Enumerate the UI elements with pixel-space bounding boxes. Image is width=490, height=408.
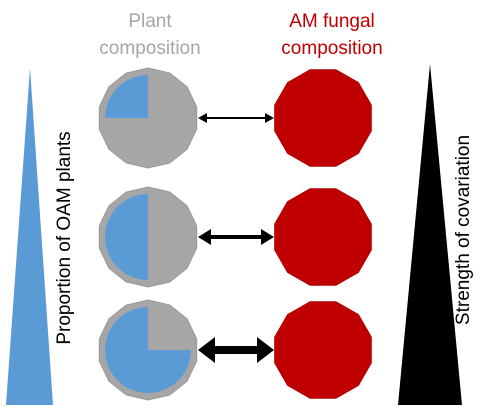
oam-plant-sector xyxy=(105,307,191,393)
fungal-composition-header-line2: composition xyxy=(281,38,382,59)
double-headed-arrow-icon xyxy=(257,337,274,363)
covariation-strength-wedge xyxy=(398,64,462,405)
double-headed-arrow-icon xyxy=(265,113,274,123)
fungal-composition-header-line1: AM fungal xyxy=(289,11,375,32)
double-headed-arrow-icon xyxy=(198,337,215,363)
fungal-composition-disk xyxy=(274,188,372,286)
oam-plant-sector xyxy=(105,194,148,280)
left-axis-label: Proportion of OAM plants xyxy=(54,131,75,344)
oam-plant-sector xyxy=(105,75,148,118)
fungal-composition-disk xyxy=(274,301,372,399)
double-headed-arrow-icon xyxy=(198,113,207,123)
fungal-composition-disk xyxy=(274,69,372,167)
plant-composition-header-line1: Plant xyxy=(128,11,172,32)
plant-composition-header-line2: composition xyxy=(99,38,200,59)
composition-rows xyxy=(98,67,372,401)
oam-proportion-wedge xyxy=(6,68,53,405)
double-headed-arrow-icon xyxy=(261,229,274,245)
right-axis-label: Strength of covariation xyxy=(453,135,474,325)
double-headed-arrow-icon xyxy=(198,229,211,245)
